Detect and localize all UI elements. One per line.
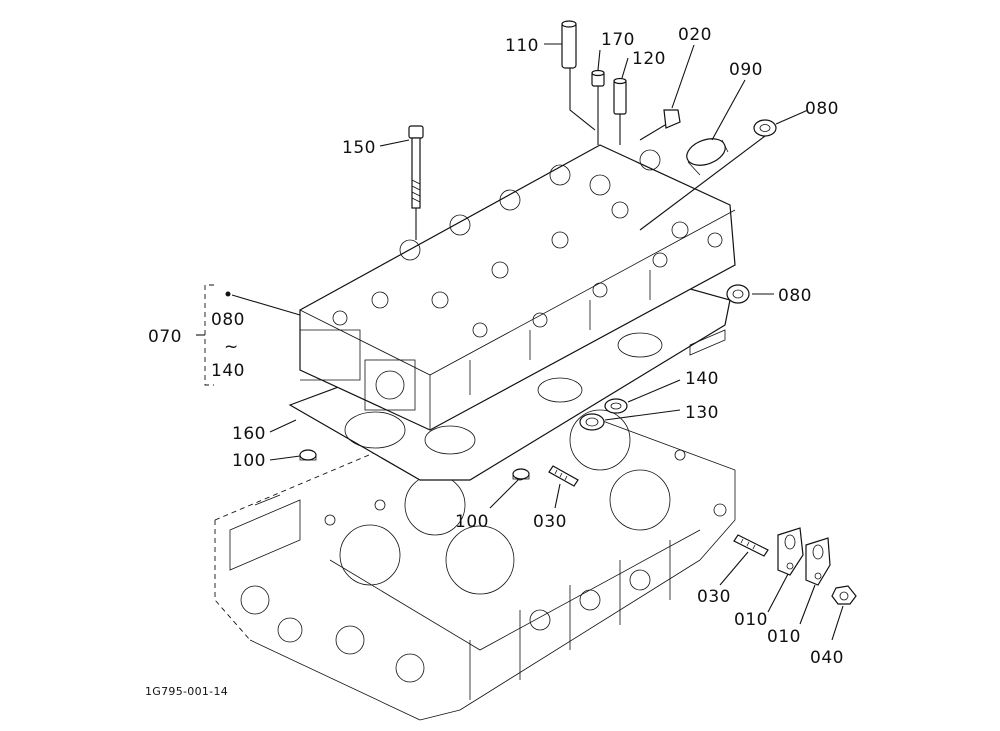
callout-070: 070 bbox=[148, 327, 182, 347]
callout-170: 170 bbox=[601, 30, 635, 50]
group-bracket-070 bbox=[196, 284, 231, 386]
part-170-seal bbox=[591, 69, 605, 145]
part-040-nut bbox=[831, 585, 857, 605]
callout-010-b: 010 bbox=[767, 627, 801, 647]
part-010-bracket-a bbox=[777, 527, 804, 576]
leader-lines bbox=[231, 43, 844, 641]
callout-140-group: 140 bbox=[211, 361, 245, 381]
callout-range-tilde: ~ bbox=[224, 337, 239, 357]
figure-code: 1G795-001-14 bbox=[145, 685, 228, 698]
part-100-dowel-left bbox=[299, 449, 317, 461]
part-020-plug bbox=[639, 109, 681, 141]
part-030-stud-right bbox=[733, 534, 769, 557]
callout-010-a: 010 bbox=[734, 610, 768, 630]
part-030-stud-mid bbox=[548, 465, 579, 487]
part-080-top-ring bbox=[639, 119, 777, 231]
callout-080-top: 080 bbox=[805, 99, 839, 119]
cylinder-block bbox=[214, 394, 736, 721]
callout-080-group: 080 bbox=[211, 310, 245, 330]
part-130-seal bbox=[579, 413, 605, 431]
part-090-plug bbox=[686, 138, 729, 176]
cylinder-head bbox=[299, 144, 736, 431]
part-100-dowel-mid bbox=[512, 468, 530, 480]
callout-020: 020 bbox=[678, 25, 712, 45]
part-150-bolt bbox=[408, 125, 424, 240]
callout-100-mid: 100 bbox=[455, 512, 489, 532]
callout-090: 090 bbox=[729, 60, 763, 80]
callout-030-mid: 030 bbox=[533, 512, 567, 532]
callout-040: 040 bbox=[810, 648, 844, 668]
callout-080-right: 080 bbox=[778, 286, 812, 306]
part-120-guide bbox=[613, 77, 627, 145]
callout-160: 160 bbox=[232, 424, 266, 444]
callout-130: 130 bbox=[685, 403, 719, 423]
callout-150: 150 bbox=[342, 138, 376, 158]
part-110-guide bbox=[561, 20, 596, 131]
part-010-bracket-b bbox=[805, 537, 831, 586]
part-140-ring bbox=[604, 398, 628, 414]
callout-labels: 110 170 120 020 090 080 150 080 070 080 … bbox=[148, 25, 844, 668]
callout-030-right: 030 bbox=[697, 587, 731, 607]
callout-140: 140 bbox=[685, 369, 719, 389]
callout-110: 110 bbox=[505, 36, 539, 56]
callout-120: 120 bbox=[632, 49, 666, 69]
callout-100-left: 100 bbox=[232, 451, 266, 471]
part-080-right-ring bbox=[726, 284, 750, 304]
